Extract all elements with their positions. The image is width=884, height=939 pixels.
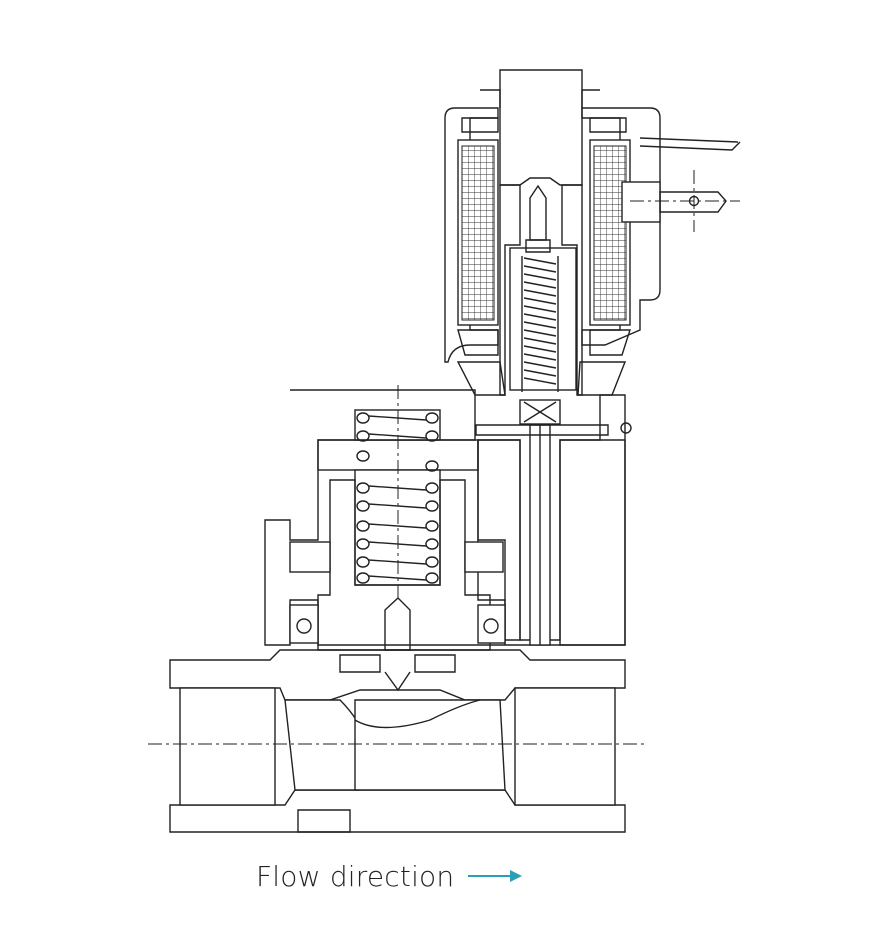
plunger-tube xyxy=(499,69,583,425)
valve-bonnet xyxy=(264,385,626,651)
flow-direction-caption: Flow direction xyxy=(256,858,526,894)
flow-arrow-icon xyxy=(468,870,523,882)
pilot-stem xyxy=(475,422,632,646)
pipe-body xyxy=(148,649,648,833)
terminal-connector xyxy=(621,137,741,232)
flow-direction-label: Flow direction xyxy=(256,859,455,893)
